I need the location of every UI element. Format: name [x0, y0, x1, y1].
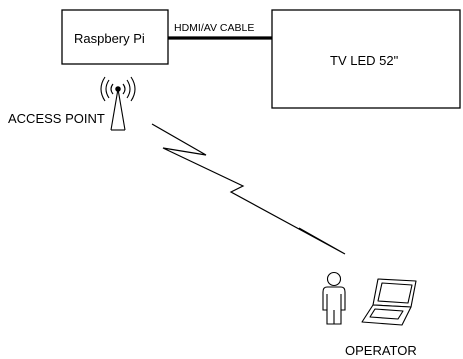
- raspberry-pi-box: [61, 9, 169, 65]
- access-point-label: ACCESS POINT: [8, 111, 105, 126]
- laptop-icon: [361, 278, 417, 326]
- cable-label: HDMI/AV CABLE: [174, 22, 254, 34]
- person-icon: [322, 271, 346, 325]
- antenna-icon: [100, 76, 136, 131]
- lightning-bolt-icon: [151, 123, 346, 255]
- tv-box: [271, 9, 461, 109]
- operator-label: OPERATOR: [345, 343, 417, 358]
- raspberry-pi-label: Raspbery Pi: [74, 31, 145, 46]
- tv-label: TV LED 52": [330, 53, 399, 68]
